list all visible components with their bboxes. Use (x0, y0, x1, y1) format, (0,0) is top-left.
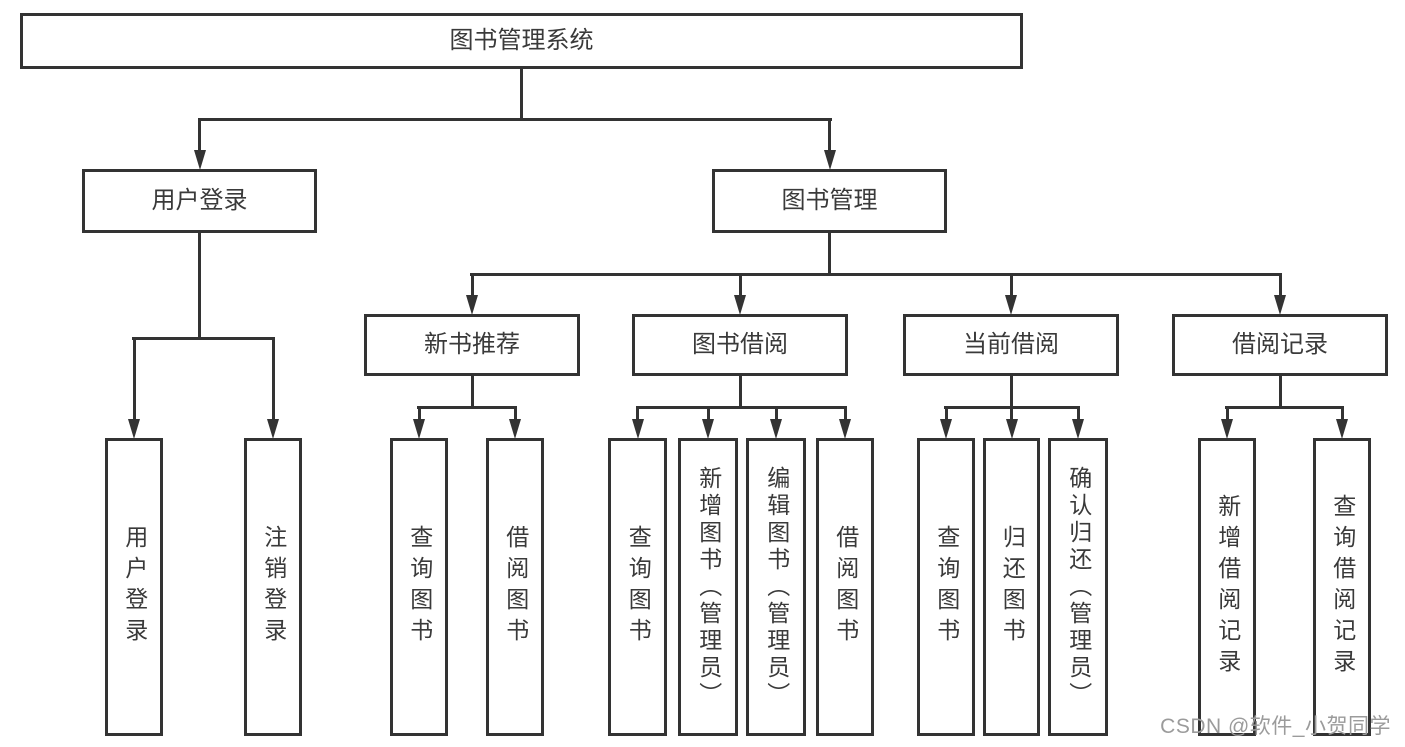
connector-line (417, 406, 421, 422)
arrow-down-icon (770, 419, 782, 439)
connector-line (1009, 273, 1013, 298)
node-nbr-query-books: 查询图书 (390, 438, 448, 736)
connector-line (1225, 406, 1229, 422)
connector-line (843, 406, 847, 422)
connector-line (470, 273, 474, 298)
connector-line (706, 406, 710, 422)
connector-line (635, 406, 847, 409)
connector-line (1009, 376, 1013, 409)
arrow-down-icon (509, 419, 521, 439)
connector-line (198, 233, 201, 340)
connector-line (774, 406, 778, 422)
node-bb-edit-books: 编辑图书（管理员） (746, 438, 806, 736)
connector-line (738, 273, 742, 298)
watermark: CSDN @软件_小贺同学 (1160, 715, 1391, 738)
node-leaf-logout: 注销登录 (244, 438, 302, 736)
arrow-down-icon (823, 150, 836, 170)
node-leaf-user-login: 用户登录 (105, 438, 163, 736)
arrow-down-icon (1005, 295, 1017, 315)
arrow-down-icon (839, 419, 851, 439)
arrow-down-icon (1274, 295, 1286, 315)
node-cb-confirm-return: 确认归还（管理员） (1048, 438, 1108, 736)
connector-line (738, 376, 742, 409)
arrow-down-icon (128, 419, 140, 439)
arrow-down-icon (413, 419, 425, 439)
node-br-add-record: 新增借阅记录 (1198, 438, 1256, 736)
arrow-down-icon (1072, 419, 1084, 439)
node-borrow-records: 借阅记录 (1172, 314, 1388, 376)
connector-line (1225, 406, 1344, 409)
connector-line (1278, 273, 1282, 298)
arrow-down-icon (702, 419, 714, 439)
arrow-down-icon (631, 419, 644, 439)
connector-line (470, 376, 474, 409)
connector-line (417, 406, 517, 409)
node-book-borrow: 图书借阅 (632, 314, 848, 376)
connector-line (1278, 376, 1282, 409)
arrow-down-icon (1221, 419, 1233, 439)
node-bb-borrow-books: 借阅图书 (816, 438, 874, 736)
arrow-down-icon (267, 419, 279, 439)
arrow-down-icon (1005, 419, 1018, 439)
connector-line (132, 337, 136, 422)
arrow-down-icon (193, 150, 206, 170)
node-current-borrow: 当前借阅 (903, 314, 1119, 376)
connector-line (198, 118, 201, 153)
connector-line (1340, 406, 1344, 422)
node-bb-add-books: 新增图书（管理员） (678, 438, 738, 736)
node-root: 图书管理系统 (20, 13, 1023, 69)
arrow-down-icon (940, 419, 952, 439)
arrow-down-icon (466, 295, 478, 315)
node-new-book-rec: 新书推荐 (364, 314, 580, 376)
connector-line (132, 337, 275, 340)
node-book-mgmt: 图书管理 (712, 169, 947, 233)
node-nbr-borrow-books: 借阅图书 (486, 438, 544, 736)
connector-line (944, 406, 948, 422)
node-bb-query-books: 查询图书 (608, 438, 667, 736)
connector-line (636, 406, 639, 422)
connector-line (271, 337, 275, 422)
connector-line (513, 406, 517, 422)
connector-line (1076, 406, 1080, 422)
node-cb-query-books: 查询图书 (917, 438, 975, 736)
connector-line (828, 118, 831, 153)
connector-line (520, 69, 523, 121)
node-br-query-record: 查询借阅记录 (1313, 438, 1371, 736)
arrow-down-icon (734, 295, 746, 315)
node-user-login: 用户登录 (82, 169, 317, 233)
node-cb-return-books: 归还图书 (983, 438, 1040, 736)
connector-line (1010, 406, 1013, 422)
connector-line (470, 273, 1282, 276)
connector-line (828, 233, 831, 276)
arrow-down-icon (1336, 419, 1348, 439)
connector-line (197, 118, 832, 121)
